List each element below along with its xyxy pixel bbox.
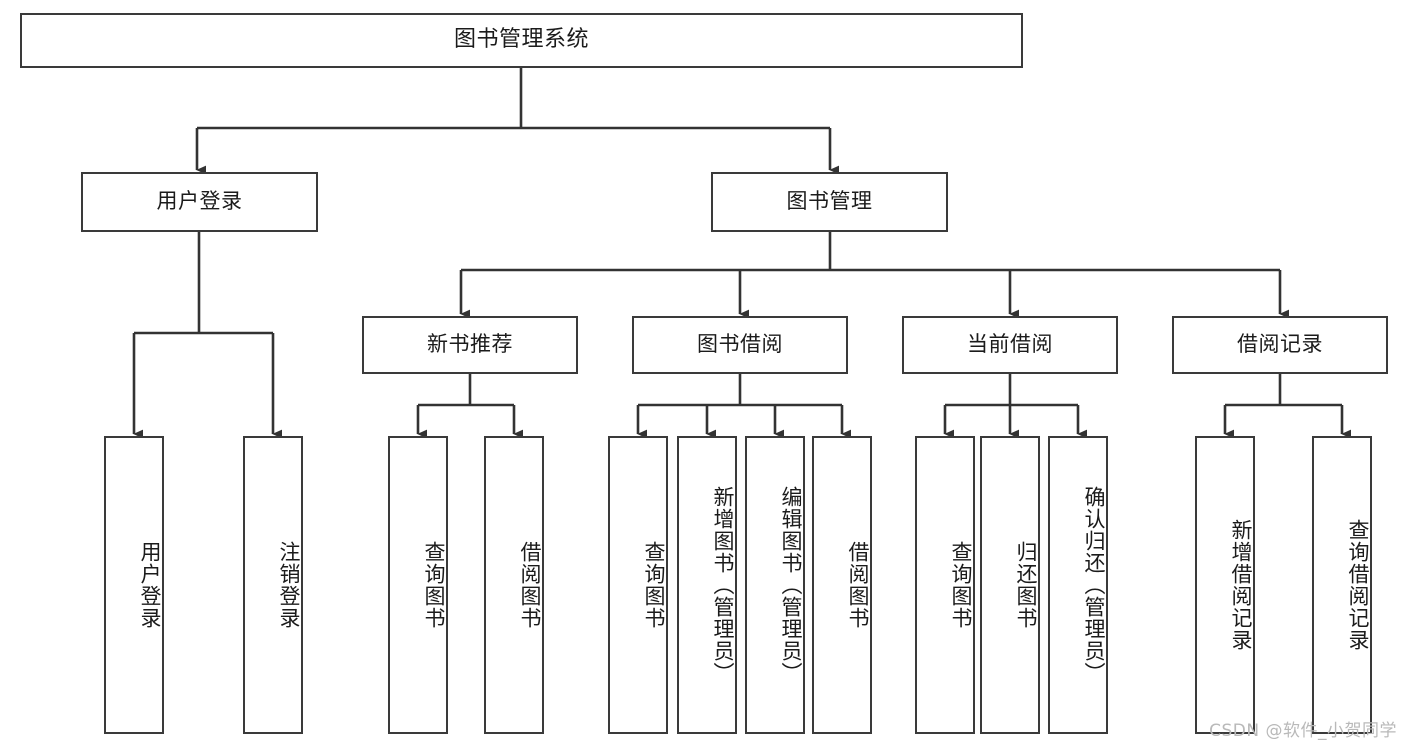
node-label: 用户登录 <box>138 541 162 629</box>
watermark-label: CSDN @软件_小贺同学 <box>1209 721 1397 741</box>
node-new-book-rec[interactable]: 新书推荐 <box>362 316 578 374</box>
node-label: 借阅图书 <box>518 541 542 629</box>
node-leaf-query-book-rec[interactable]: 查询图书 <box>388 436 448 734</box>
node-label: 当前借阅 <box>967 332 1053 357</box>
node-root-system[interactable]: 图书管理系统 <box>20 13 1023 68</box>
node-leaf-user-login[interactable]: 用户登录 <box>104 436 164 734</box>
node-label: 借阅记录 <box>1237 332 1323 357</box>
node-current-borrow[interactable]: 当前借阅 <box>902 316 1118 374</box>
node-label: 编辑图书（管理员） <box>779 486 803 684</box>
node-borrow-record[interactable]: 借阅记录 <box>1172 316 1388 374</box>
node-label: 确认归还（管理员） <box>1082 486 1106 684</box>
node-label: 查询图书 <box>949 541 973 629</box>
node-leaf-borrow-book-rec[interactable]: 借阅图书 <box>484 436 544 734</box>
node-leaf-edit-book[interactable]: 编辑图书（管理员） <box>745 436 805 734</box>
node-label: 借阅图书 <box>846 541 870 629</box>
node-book-manage[interactable]: 图书管理 <box>711 172 948 232</box>
node-leaf-add-book[interactable]: 新增图书（管理员） <box>677 436 737 734</box>
node-leaf-query-record[interactable]: 查询借阅记录 <box>1312 436 1372 734</box>
node-leaf-return-book[interactable]: 归还图书 <box>980 436 1040 734</box>
node-label: 图书借阅 <box>697 332 783 357</box>
node-label: 查询图书 <box>642 541 666 629</box>
node-leaf-query-book-cur[interactable]: 查询图书 <box>915 436 975 734</box>
node-label: 归还图书 <box>1014 541 1038 629</box>
node-label: 新增借阅记录 <box>1229 519 1253 651</box>
node-user-login[interactable]: 用户登录 <box>81 172 318 232</box>
node-leaf-borrow-book-bw[interactable]: 借阅图书 <box>812 436 872 734</box>
node-label: 新增图书（管理员） <box>711 486 735 684</box>
node-leaf-user-logout[interactable]: 注销登录 <box>243 436 303 734</box>
node-label: 图书管理 <box>786 189 873 214</box>
node-label: 图书管理系统 <box>453 27 589 53</box>
node-book-borrow[interactable]: 图书借阅 <box>632 316 848 374</box>
node-label: 注销登录 <box>277 541 301 629</box>
node-label: 查询借阅记录 <box>1346 519 1370 651</box>
node-leaf-add-record[interactable]: 新增借阅记录 <box>1195 436 1255 734</box>
node-label: 查询图书 <box>422 541 446 629</box>
node-leaf-query-book-bw[interactable]: 查询图书 <box>608 436 668 734</box>
edges-group <box>132 68 1352 439</box>
node-leaf-confirm-return[interactable]: 确认归还（管理员） <box>1048 436 1108 734</box>
node-label: 新书推荐 <box>427 332 513 357</box>
node-label: 用户登录 <box>156 189 243 214</box>
